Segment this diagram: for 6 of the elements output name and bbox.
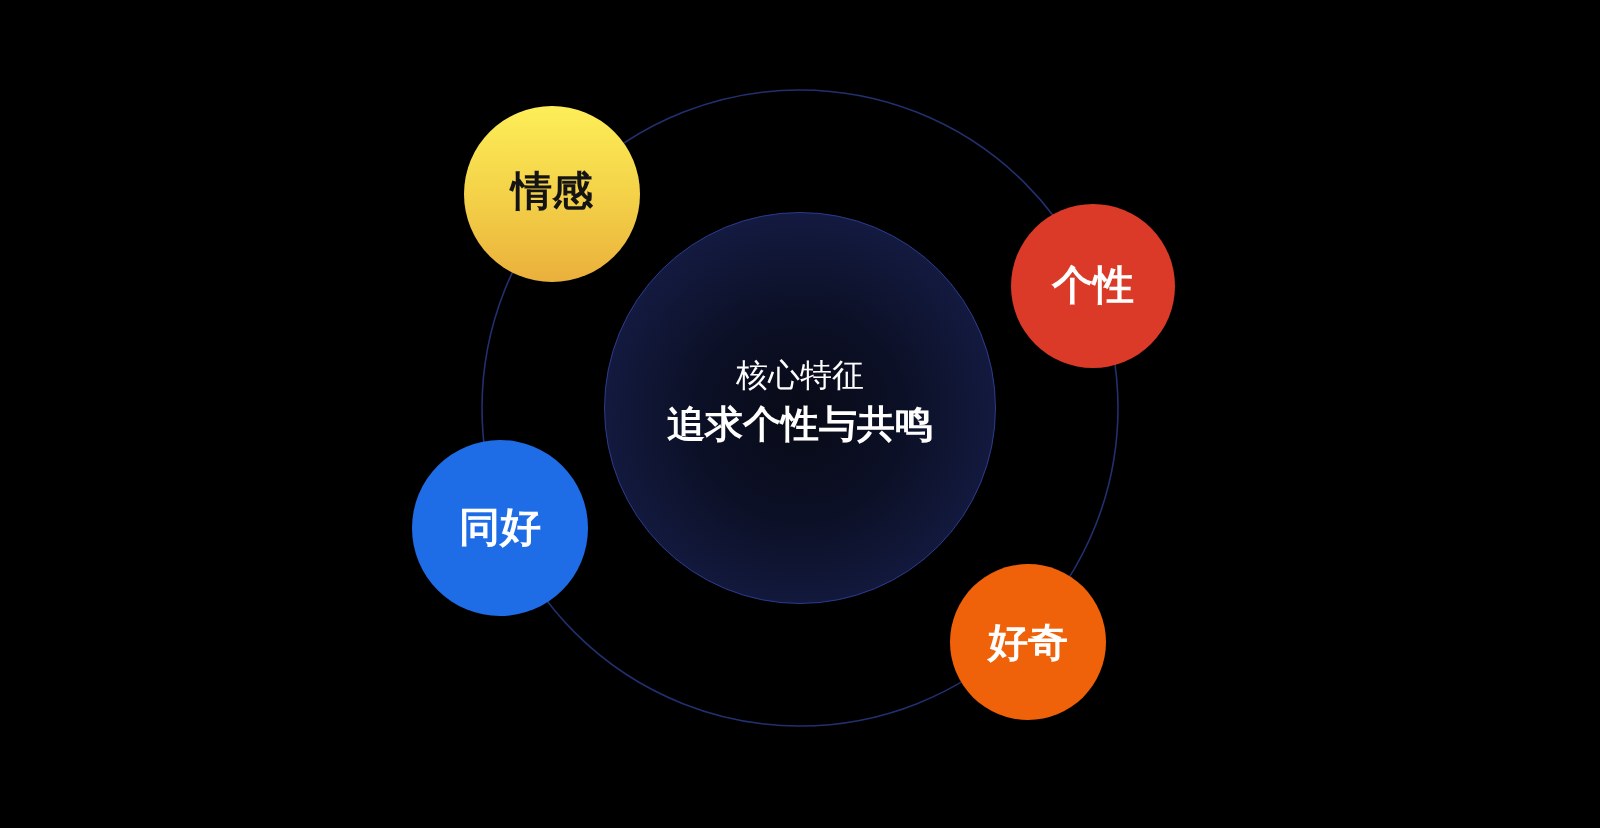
trait-label: 情感 xyxy=(511,168,593,216)
core-heading: 核心特征 xyxy=(736,357,864,395)
trait-label: 同好 xyxy=(459,504,541,552)
trait-label: 个性 xyxy=(1052,262,1134,310)
core-title: 追求个性与共鸣 xyxy=(667,403,933,447)
trait-label: 好奇 xyxy=(988,619,1068,665)
